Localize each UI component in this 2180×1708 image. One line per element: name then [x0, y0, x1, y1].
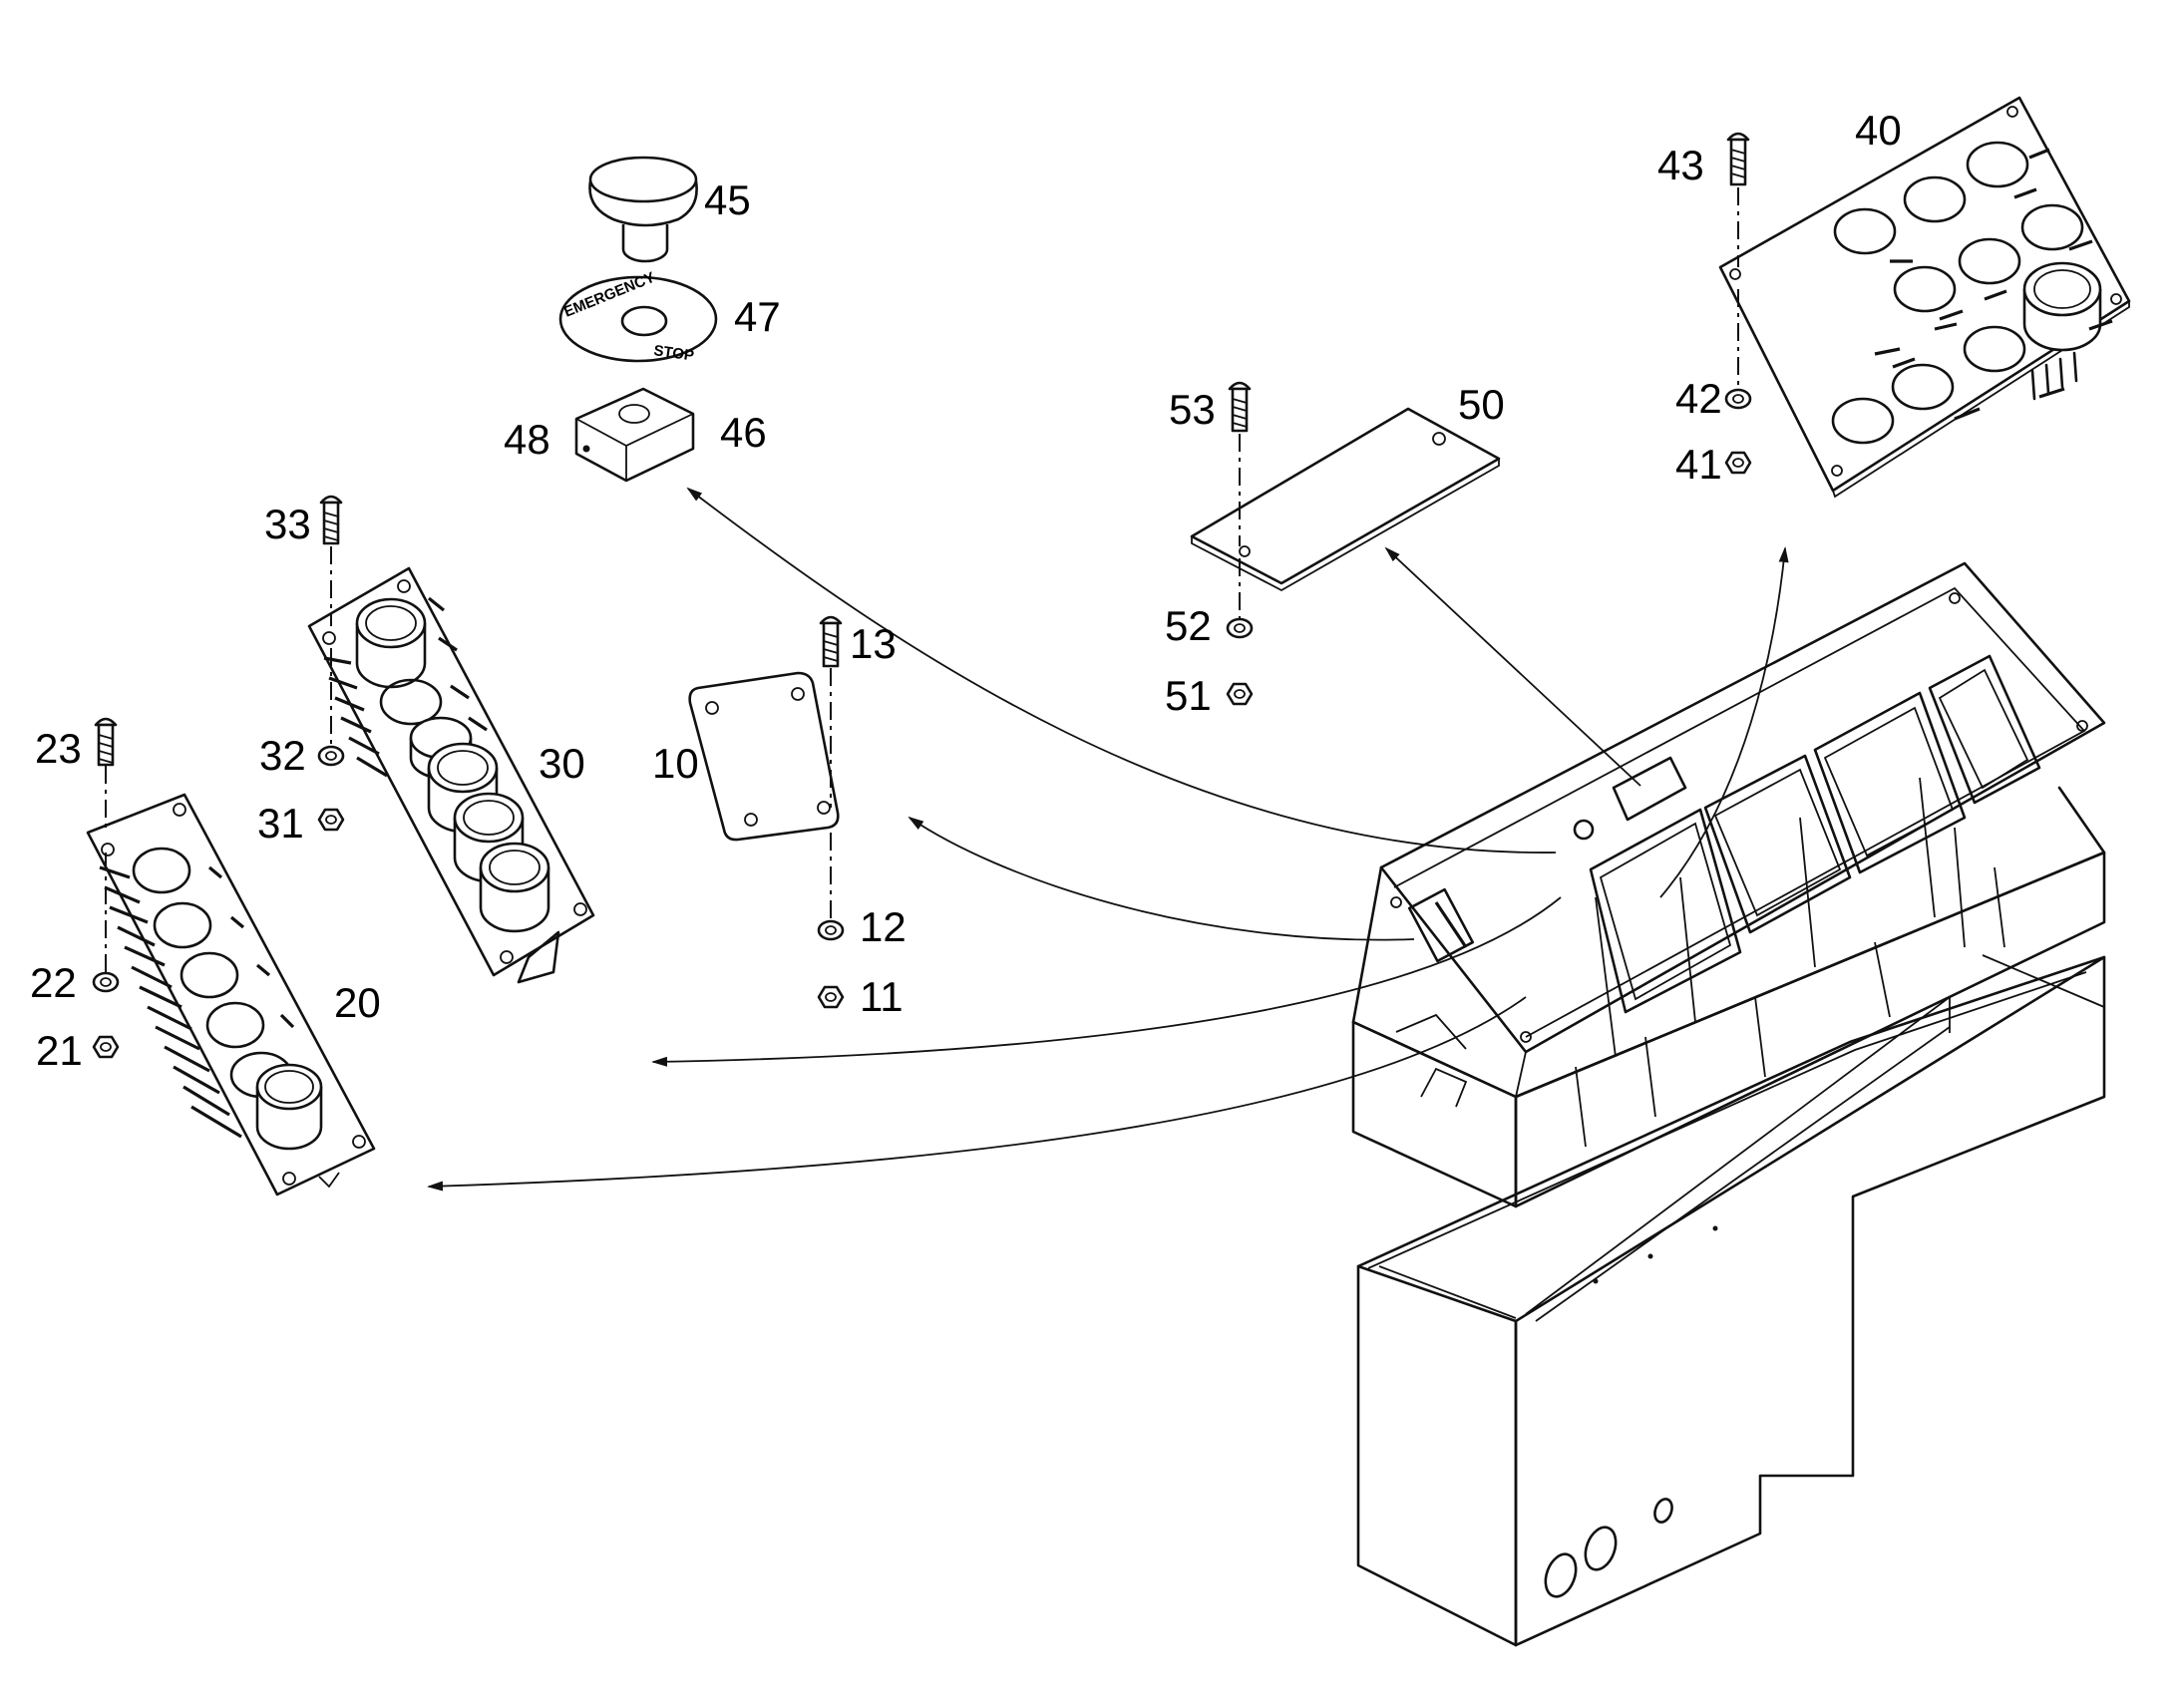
callout-47: 47	[734, 293, 781, 340]
callout-32: 32	[259, 732, 306, 779]
cable-port-3	[1653, 1498, 1673, 1524]
callout-11: 11	[860, 973, 904, 1020]
nut-51	[1226, 682, 1254, 706]
button-panel-40	[1718, 96, 2131, 499]
callout-22: 22	[30, 959, 77, 1006]
callout-30: 30	[539, 740, 585, 787]
callout-45: 45	[704, 176, 751, 223]
cable-port-1	[1544, 1552, 1578, 1598]
stop-text: STOP	[652, 342, 695, 364]
console-opening-a	[1703, 754, 1852, 934]
screw-43	[1726, 132, 1750, 267]
washer-32	[317, 648, 345, 767]
control-console-housing	[1351, 561, 2106, 1208]
callout-52: 52	[1165, 602, 1212, 649]
callout-33: 33	[264, 501, 311, 547]
assembly-arrows	[427, 487, 1789, 1192]
callout-13: 13	[850, 620, 897, 667]
callout-labels: 10 11 12 13 20 21 22 23 30 31 32 33 40 4…	[30, 107, 1902, 1074]
screw-33	[319, 495, 343, 626]
callout-51: 51	[1165, 672, 1212, 719]
screw-53	[1228, 381, 1252, 546]
emergency-stop-legend-plate-47: EMERGENCY STOP	[558, 269, 718, 365]
callout-40: 40	[1855, 107, 1902, 154]
nut-41	[1724, 451, 1752, 475]
washer-22	[92, 853, 120, 993]
callout-21: 21	[36, 1027, 83, 1074]
console-opening-40	[1589, 808, 1742, 1014]
callout-20: 20	[334, 979, 381, 1026]
hardware-fasteners	[92, 132, 1752, 1059]
cable-port-2	[1584, 1526, 1618, 1571]
console-opening-50	[1612, 756, 1687, 822]
nut-21	[92, 1035, 120, 1059]
nut-11	[817, 985, 845, 1009]
callout-12: 12	[860, 903, 907, 950]
screw-13	[819, 615, 843, 808]
emergency-stop-button-45	[588, 156, 698, 263]
callout-48: 48	[504, 416, 550, 463]
console-opening-c	[1928, 654, 2041, 805]
callout-53: 53	[1169, 386, 1216, 433]
washer-12	[817, 833, 845, 941]
callout-42: 42	[1675, 375, 1722, 422]
screw-23	[94, 717, 118, 833]
operator-block-46	[574, 387, 695, 483]
callout-31: 31	[257, 800, 304, 847]
callout-50: 50	[1458, 381, 1505, 428]
lower-enclosure-box	[1356, 954, 2106, 1647]
button-panel-30	[307, 566, 595, 984]
cover-plate-10	[688, 671, 840, 842]
nut-31	[317, 808, 345, 832]
callout-23: 23	[35, 725, 82, 772]
washer-42	[1724, 289, 1752, 410]
console-opening-b	[1813, 691, 1967, 874]
callout-43: 43	[1657, 142, 1704, 188]
callout-41: 41	[1675, 441, 1722, 488]
console-opening-10	[1407, 887, 1475, 963]
callout-10: 10	[652, 740, 699, 787]
washer-52	[1226, 558, 1254, 639]
cover-plate-50	[1190, 407, 1501, 592]
button-panel-20	[86, 793, 376, 1196]
callout-46: 46	[720, 409, 767, 456]
